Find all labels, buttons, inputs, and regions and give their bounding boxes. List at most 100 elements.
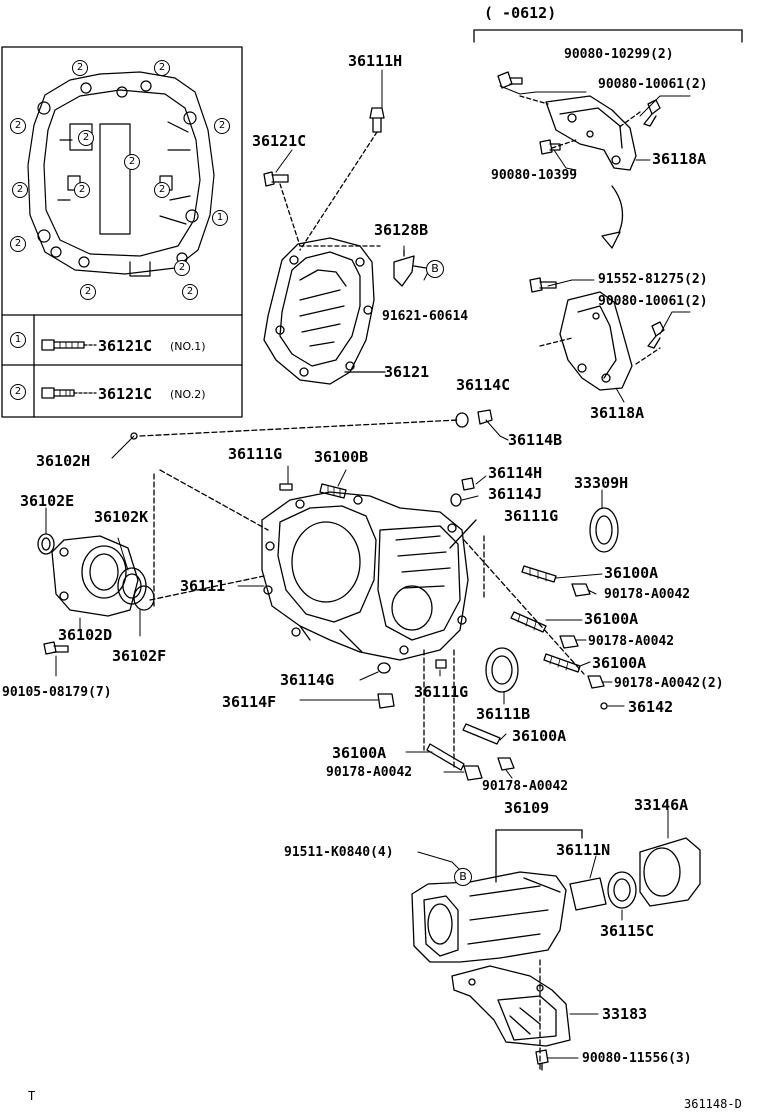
inset-mark-2: 2 xyxy=(154,60,170,76)
label-33183: 33183 xyxy=(602,1005,648,1023)
bolt-91552-81275 xyxy=(529,277,557,293)
inset-mark-2: 2 xyxy=(10,118,26,134)
inset-mark-2: 2 xyxy=(182,284,198,300)
inset-mark-2: 2 xyxy=(72,60,88,76)
date-range: ( -0612) xyxy=(484,4,557,22)
label-90178-a0042-4: 90178-A0042 xyxy=(326,765,413,780)
label-36100a-4: 36100A xyxy=(512,727,567,745)
label-36142: 36142 xyxy=(628,698,674,716)
plug-36114j xyxy=(450,493,462,507)
dash-studs xyxy=(463,539,585,675)
stud-36100a-2 xyxy=(510,611,547,633)
bolt-90080-11556 xyxy=(535,1049,549,1071)
label-36102d: 36102D xyxy=(58,626,113,644)
label-36114g: 36114G xyxy=(280,671,335,689)
nut-90178-a0042-5 xyxy=(497,757,515,771)
label-90080-10399: 90080-10399 xyxy=(491,168,578,183)
pin-36111g-lower xyxy=(435,659,447,669)
inset-mark-2: 2 xyxy=(74,182,90,198)
inset-mark-2: 2 xyxy=(80,284,96,300)
label-33309h: 33309H xyxy=(574,474,629,492)
leader-36111g-right xyxy=(449,519,477,549)
label-90105-08179: 90105-08179(7) xyxy=(2,685,112,700)
label-36121: 36121 xyxy=(384,363,430,381)
inset-mark-2: 2 xyxy=(12,182,28,198)
arrow-down xyxy=(601,185,624,249)
legend-bolt-2 xyxy=(41,387,97,399)
label-36111h: 36111H xyxy=(348,52,403,70)
ring-36142 xyxy=(600,702,608,710)
cap-33146a xyxy=(639,837,701,907)
bolt-90080-10299 xyxy=(497,71,523,89)
legend-num-1: 1 xyxy=(10,332,26,348)
legend-part-2: 36121C xyxy=(98,385,153,403)
drawing-code: 361148-D xyxy=(684,1097,742,1111)
inset-cover-drawing xyxy=(27,71,215,277)
label-36100a-2: 36100A xyxy=(584,610,639,628)
inset-mark-1: 1 xyxy=(212,210,228,226)
gasket-36102e xyxy=(37,533,55,555)
inset-mark-2: 2 xyxy=(214,118,230,134)
label-90080-10299: 90080-10299(2) xyxy=(564,47,674,62)
nut-90178-a0042-3 xyxy=(587,675,605,689)
leader-lines xyxy=(45,69,691,1059)
plug-36114g xyxy=(377,662,391,674)
plug-36114h xyxy=(461,477,475,491)
case-36111 xyxy=(261,491,469,661)
bracket-36118a-lower xyxy=(539,291,661,391)
callout-b-upper: B xyxy=(426,260,444,278)
label-36100b: 36100B xyxy=(314,448,369,466)
legend-num-2: 2 xyxy=(10,384,26,400)
label-90178-a0042-5: 90178-A0042 xyxy=(482,779,569,794)
plug-36114f xyxy=(377,693,395,709)
dash-ext-2 xyxy=(149,575,265,601)
label-90178-a0042-3: 90178-A0042(2) xyxy=(614,676,724,691)
corner-mark: T xyxy=(28,1089,36,1103)
leader-36102h xyxy=(139,419,459,437)
inset-box xyxy=(1,46,243,418)
stud-36100a-5 xyxy=(426,743,465,771)
label-36118a-lower: 36118A xyxy=(590,404,645,422)
label-36109: 36109 xyxy=(504,799,550,817)
inset-mark-2: 2 xyxy=(154,182,170,198)
nut-90178-a0042-2 xyxy=(559,635,579,649)
label-90178-a0042-2: 90178-A0042 xyxy=(588,634,675,649)
label-90178-a0042-1: 90178-A0042 xyxy=(604,587,691,602)
bolt-90080-10061-upper xyxy=(643,99,661,127)
label-91511-k0840: 91511-K0840(4) xyxy=(284,845,394,860)
rear-cover-36121 xyxy=(263,237,386,385)
bracket-36118a-upper xyxy=(519,95,641,171)
label-36102k: 36102K xyxy=(94,508,149,526)
bolt-36121c xyxy=(263,171,301,247)
seal-36102h xyxy=(130,432,138,440)
legend-part-1: 36121C xyxy=(98,337,153,355)
plug-36114c xyxy=(455,409,493,428)
label-90080-10061-lower: 90080-10061(2) xyxy=(598,294,708,309)
label-36100a-1: 36100A xyxy=(604,564,659,582)
label-36100a-3: 36100A xyxy=(592,654,647,672)
inset-mark-2: 2 xyxy=(10,236,26,252)
label-36121c: 36121C xyxy=(252,132,307,150)
label-36111g-right: 36111G xyxy=(504,507,559,525)
sleeve-36111n xyxy=(569,877,607,911)
nut-90178-a0042-1 xyxy=(571,583,591,597)
oil-seal-33309h xyxy=(589,507,619,553)
label-36102h: 36102H xyxy=(36,452,91,470)
bolt-36111h xyxy=(299,107,385,251)
seal-36115c xyxy=(607,871,637,909)
stud-36100a-1 xyxy=(521,565,557,583)
legend-note-1: (NO.1) xyxy=(170,340,206,353)
date-range-bracket xyxy=(473,29,743,43)
callout-b-lower: B xyxy=(454,868,472,886)
dash-ext-1 xyxy=(159,469,269,531)
label-36114c: 36114C xyxy=(456,376,511,394)
label-36114h: 36114H xyxy=(488,464,543,482)
label-36102e: 36102E xyxy=(20,492,75,510)
label-36111g-lower: 36111G xyxy=(414,683,469,701)
label-36102f: 36102F xyxy=(112,647,167,665)
label-90080-10061-upper: 90080-10061(2) xyxy=(598,77,708,92)
extension-36102 xyxy=(51,535,139,617)
label-36111g-top: 36111G xyxy=(228,445,283,463)
